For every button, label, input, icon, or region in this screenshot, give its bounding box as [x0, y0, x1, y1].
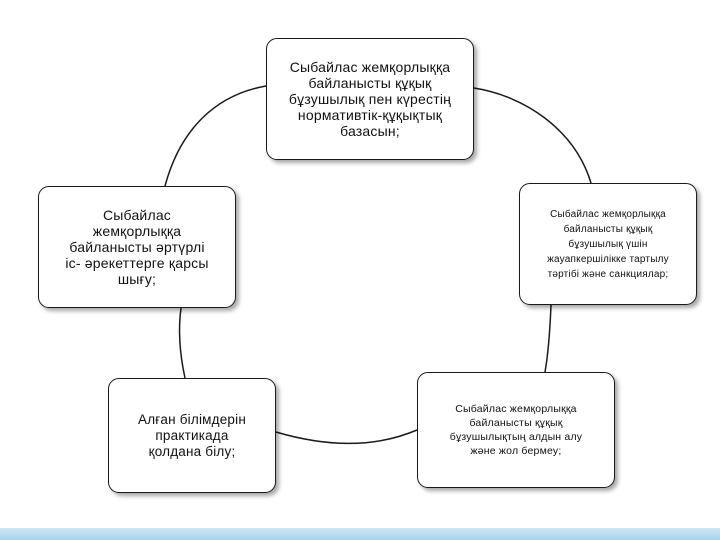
node-apply-knowledge: Алған білімдерін практикада қолдана білу…: [108, 378, 276, 493]
node-liability-sanctions: Сыбайлас жемқорлыққа байланысты құқық бұ…: [519, 183, 697, 305]
connector-n3-n4: [275, 429, 418, 445]
node-prevention: Сыбайлас жемқорлыққа байланысты құқық бұ…: [417, 372, 615, 488]
footer-band: [0, 528, 720, 540]
node-counteraction: Сыбайлас жемқорлыққа байланысты әртүрлі …: [38, 186, 236, 308]
connector-n2-n3: [544, 304, 552, 373]
connector-n5-n1: [164, 85, 267, 187]
connector-n4-n5: [178, 307, 186, 379]
connector-n1-n2: [473, 87, 592, 184]
node-legal-basis: Сыбайлас жемқорлыққа байланысты құқық бұ…: [266, 38, 474, 160]
